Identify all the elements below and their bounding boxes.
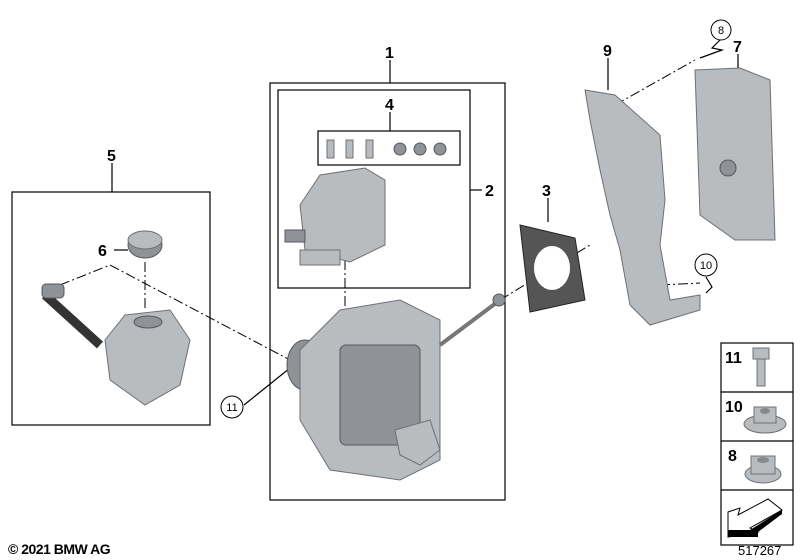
part-7-control-unit: [694, 67, 776, 241]
callout-2: 2: [485, 183, 494, 200]
copyright-text: © 2021 BMW AG: [8, 541, 111, 557]
legend-number-10: 10: [725, 399, 743, 416]
part-1-booster-unit: [286, 293, 506, 481]
callout-8: 8: [718, 25, 724, 37]
group-box-5: [11, 191, 211, 426]
part-5-reservoir: [41, 283, 191, 406]
callout-3: 3: [542, 183, 551, 200]
group-box-1: [269, 82, 506, 501]
bolt-icon: [752, 347, 770, 387]
flange-nut-icon: [743, 406, 787, 434]
callout-5: 5: [107, 148, 116, 165]
part-4-fasteners: [326, 139, 447, 159]
legend-table: 11 10 8: [720, 342, 794, 546]
diagram-id: 517267: [738, 543, 782, 558]
part-6-cap: [127, 230, 163, 259]
legend-number-11: 11: [725, 350, 742, 367]
callout-4: 4: [385, 97, 394, 114]
group-box-2: [277, 89, 471, 289]
callout-7: 7: [733, 39, 742, 56]
legend-number-8: 8: [728, 448, 737, 465]
hex-nut-icon: [744, 455, 782, 484]
callout-9: 9: [603, 43, 612, 60]
part-2-module: [284, 167, 386, 266]
group-box-4: [317, 130, 461, 166]
part-9-bracket: [584, 89, 701, 326]
callout-11: 11: [226, 402, 237, 414]
callout-1: 1: [385, 45, 394, 62]
part-3-gasket: [519, 224, 586, 313]
callout-10: 10: [700, 260, 712, 272]
direction-arrow-icon: [727, 498, 783, 538]
callout-6: 6: [98, 243, 107, 260]
